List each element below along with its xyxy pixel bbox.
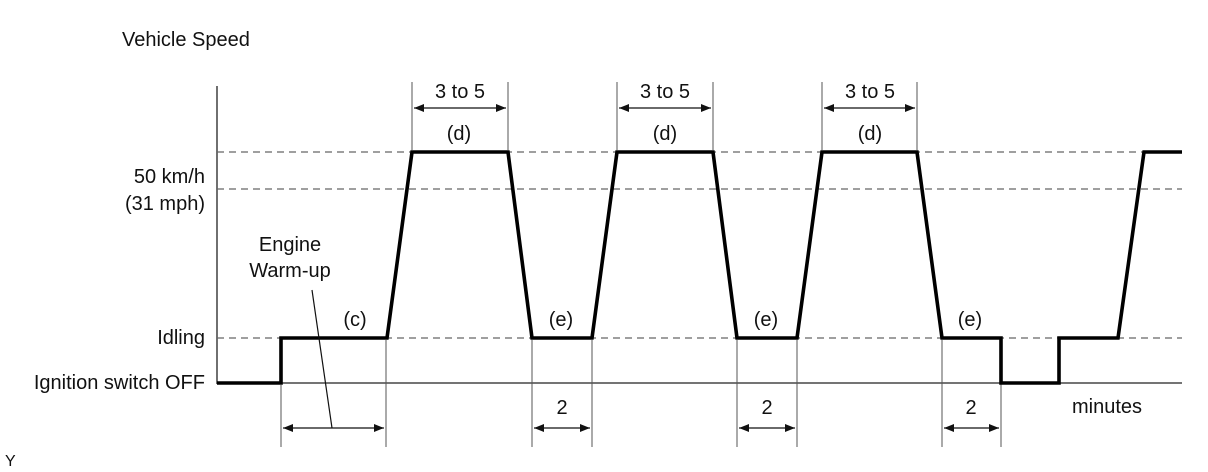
speed-31mph-label: (31 mph) [125, 193, 205, 215]
e-duration-value-1: 2 [556, 397, 567, 419]
y-axis-title: Vehicle Speed [122, 29, 250, 51]
warmup-label-line1: Engine [259, 234, 321, 256]
segment-d-label-2: (d) [653, 123, 677, 145]
minutes-label: minutes [1072, 396, 1142, 418]
speed-50-label: 50 km/h [134, 166, 205, 188]
idling-label: Idling [157, 327, 205, 349]
segment-c-label: (c) [343, 309, 366, 331]
ignition-off-label: Ignition switch OFF [34, 372, 205, 394]
segment-e-label-1: (e) [549, 309, 573, 331]
d-duration-value-2: 3 to 5 [640, 81, 690, 103]
warmup-label-line2: Warm-up [249, 260, 330, 282]
segment-e-label-3: (e) [958, 309, 982, 331]
warmup-leader-line [311, 289, 333, 429]
segment-e-label-2: (e) [754, 309, 778, 331]
extension-ticks [280, 82, 1002, 447]
e-duration-value-2: 2 [761, 397, 772, 419]
d-duration-value-1: 3 to 5 [435, 81, 485, 103]
corner-mark: Y [5, 453, 16, 470]
segment-d-label-3: (d) [858, 123, 882, 145]
e-duration-value-3: 2 [965, 397, 976, 419]
segment-d-label-1: (d) [447, 123, 471, 145]
d-duration-value-3: 3 to 5 [845, 81, 895, 103]
vehicle-speed-profile [217, 150, 1182, 385]
